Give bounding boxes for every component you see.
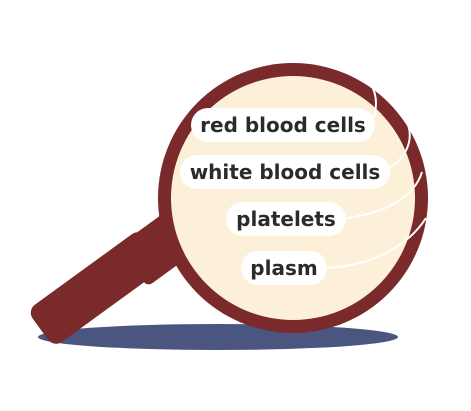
- label-connectors: [325, 81, 427, 269]
- label-white-blood-cells: white blood cells: [180, 155, 390, 189]
- ground-shadow: [38, 324, 398, 350]
- label-platelets: platelets: [226, 202, 346, 236]
- label-plasm: plasm: [241, 251, 327, 285]
- connector-platelets: [339, 171, 423, 220]
- connector-plasm: [325, 217, 427, 269]
- label-red-blood-cells: red blood cells: [191, 108, 375, 142]
